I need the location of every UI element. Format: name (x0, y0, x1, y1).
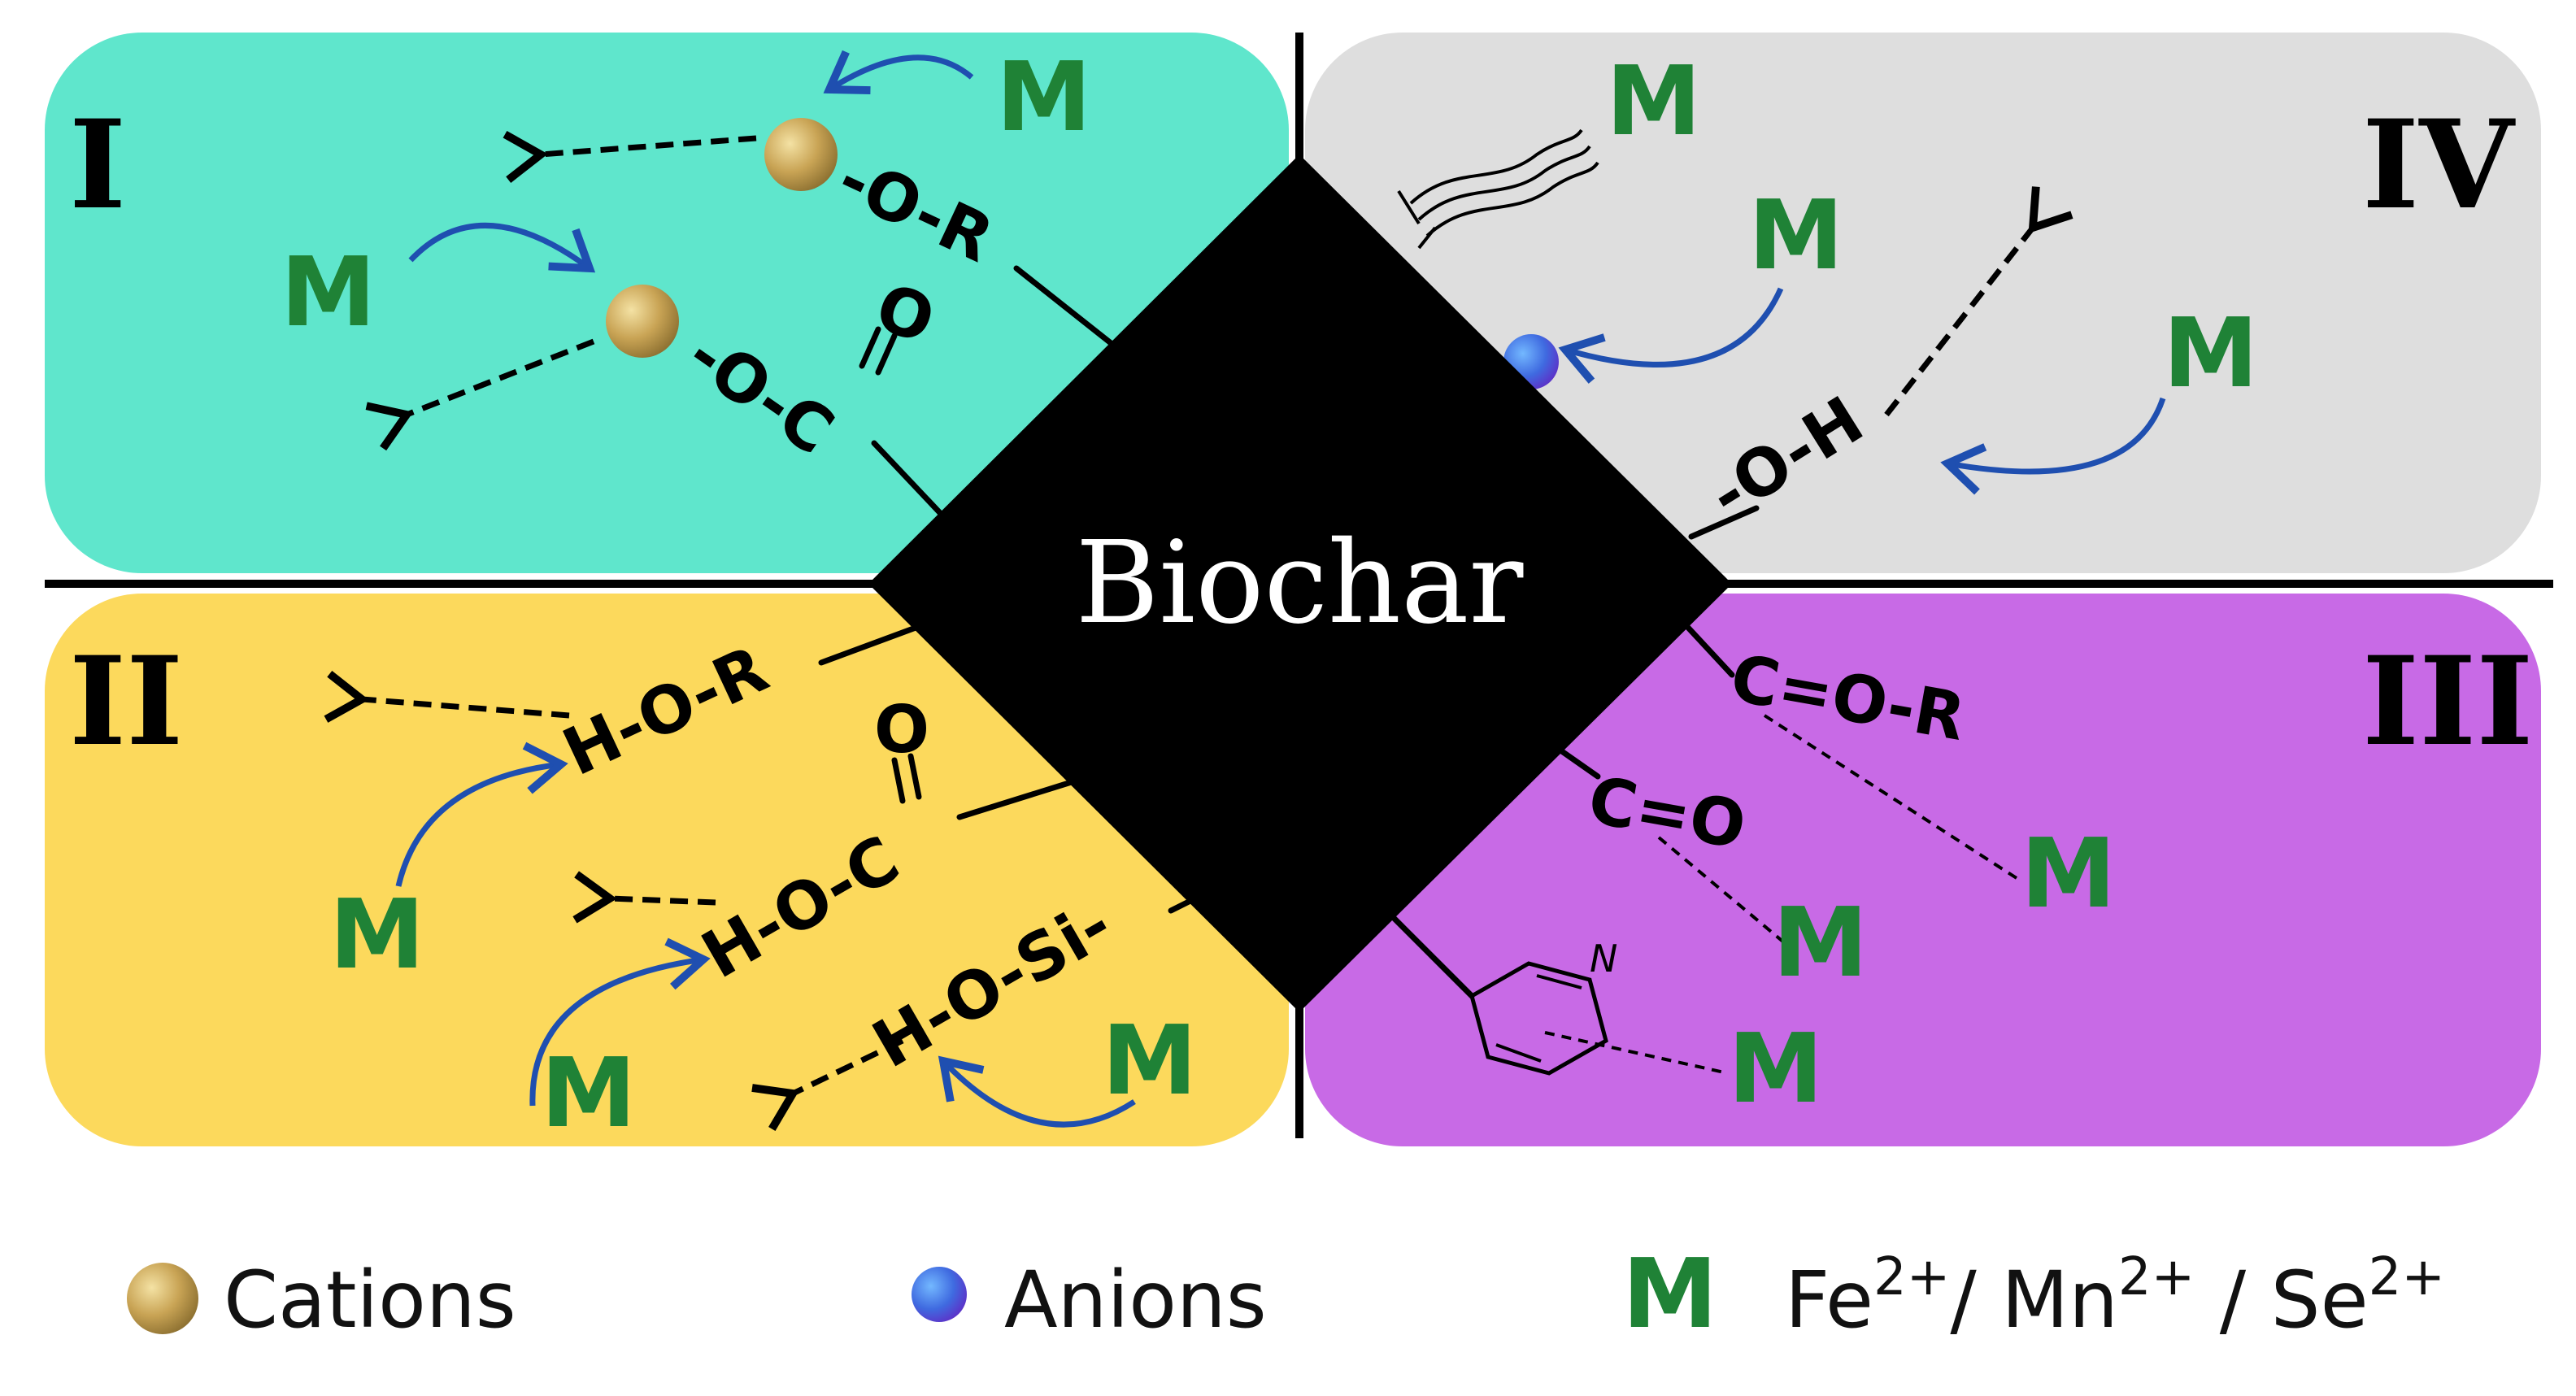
legend-se: / Se (2195, 1255, 2368, 1346)
legend-anion-icon (912, 1267, 967, 1322)
q4-hydroxyl-bond (1688, 505, 1760, 540)
legend-anions-label: Anions (1004, 1255, 1267, 1346)
metal-ion-symbol: M (1773, 886, 1868, 998)
q4-attraction-arrow (1558, 287, 1784, 384)
q4-attraction-arrow (1940, 397, 2166, 495)
metal-ion-symbol: M (281, 236, 376, 348)
legend-fe-charge: 2+ (1873, 1247, 1950, 1307)
q2-alcohol-bond (818, 619, 934, 666)
quadrant-iii-panel (1305, 594, 2541, 1146)
q1-electrostatic-arrow (503, 130, 757, 183)
q2-bonding-arrow (529, 937, 711, 1107)
q1-electrostatic-arrow (365, 338, 595, 451)
legend-cations-label: Cations (224, 1255, 516, 1346)
q2-bonding-arrow (395, 741, 568, 887)
q2-hbond-arrow (324, 670, 570, 723)
q2-carbonyl-double-bond (907, 753, 922, 800)
quadrant-ii-numeral: II (69, 630, 183, 773)
q1-ester-bond (1013, 265, 1117, 349)
metal-ion-symbol: M (541, 1037, 636, 1149)
q4-wavy-lines-icon (1397, 189, 1437, 250)
legend-metals-label: Fe2+/ Mn2+ / Se2+ (1785, 1247, 2445, 1346)
quadrant-ii-panel (45, 594, 1289, 1146)
q3-carbonyl-bond (1554, 745, 1601, 780)
q3-cation-pi-line (1544, 1031, 1729, 1075)
q1-carbonyl-double-bond (875, 333, 898, 376)
q3-ketone-bond (1676, 615, 1735, 678)
q1-carbonyl-double-bond (859, 326, 881, 369)
q4-wavy-lines-icon (1417, 145, 1591, 221)
quadrant-iv-panel (1305, 33, 2541, 573)
pyridine-nitrogen-label: N (1590, 937, 1617, 981)
legend-se-charge: 2+ (2369, 1247, 2445, 1307)
q2-carbonyl-double-bond (891, 757, 906, 804)
pyridine-ring-icon (1536, 974, 1582, 989)
legend-fe: Fe (1785, 1255, 1873, 1346)
metal-ion-symbol: M (329, 878, 424, 990)
q1-carboxyl-bond (871, 440, 946, 520)
cation-icon (606, 285, 679, 358)
biochar-diamond (868, 154, 1732, 1012)
metal-ion-symbol: M (1728, 1012, 1823, 1124)
quadrant-iii-numeral: III (2362, 630, 2534, 773)
metal-ion-symbol: M (1606, 45, 1701, 157)
quadrant-i-numeral: I (69, 94, 126, 237)
cation-icon (764, 118, 838, 191)
metal-ion-symbol: M (2021, 817, 2116, 929)
q2-carboxyl-bond (956, 773, 1093, 820)
q2-carbonyl-oxygen: O (874, 692, 929, 768)
legend-mn: / Mn (1950, 1255, 2118, 1346)
metal-ion-symbol: M (2163, 297, 2258, 409)
legend-cation-icon (127, 1263, 198, 1334)
q1-exchange-arrow (408, 222, 596, 273)
q1-exchange-arrow (823, 50, 974, 94)
legend-metal-icon: M (1622, 1237, 1717, 1350)
quadrant-iv-numeral: IV (2362, 94, 2516, 237)
q4-hbond-arrow (1884, 186, 2073, 417)
q2-bonding-arrow (938, 1055, 1136, 1128)
biochar-label: Biochar (1076, 517, 1524, 650)
q4-wavy-lines-icon (1409, 128, 1583, 205)
q3-complex-line (1657, 836, 1786, 945)
metal-ion-symbol: M (1748, 179, 1843, 291)
metal-ion-symbol: M (1102, 1004, 1197, 1116)
q2-hbond-arrow (751, 1037, 904, 1131)
legend-mn-charge: 2+ (2118, 1247, 2195, 1307)
q4-wavy-lines-icon (1425, 161, 1599, 237)
q2-hbond-arrow (572, 871, 716, 924)
metal-ion-symbol: M (996, 41, 1091, 153)
pyridine-ring-icon (1495, 1043, 1542, 1063)
q3-pyridine-bond (1387, 911, 1475, 999)
pyridine-ring-icon (1469, 961, 1608, 1076)
